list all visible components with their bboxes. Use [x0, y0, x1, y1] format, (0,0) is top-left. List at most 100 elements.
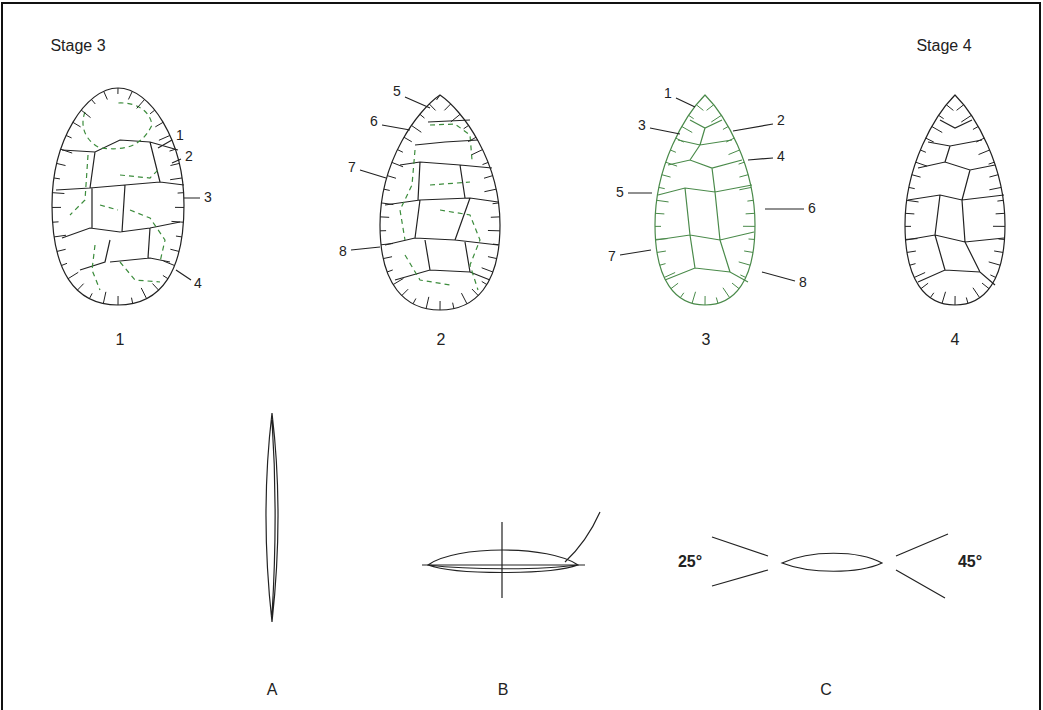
callout-number: 1	[664, 86, 672, 101]
retouch-scar	[420, 114, 425, 118]
leader-line	[620, 98, 804, 281]
retouch-scar	[141, 288, 146, 299]
view-letter: B	[498, 681, 509, 699]
retouch-scar	[54, 235, 66, 237]
retouch-scar	[910, 264, 916, 266]
retouch-scar	[982, 283, 989, 289]
retouch-scar	[171, 221, 183, 223]
figure-number: 2	[437, 331, 446, 349]
view-letter: C	[820, 681, 832, 699]
retouch-scar	[657, 200, 669, 202]
retouch-scar	[747, 200, 753, 202]
retouch-scar	[484, 189, 496, 192]
retouch-scar	[411, 125, 421, 132]
retouch-scar	[488, 257, 497, 259]
retouch-scar	[999, 238, 1005, 239]
retouch-scar	[976, 138, 984, 142]
retouch-scar	[137, 99, 145, 108]
retouch-scar	[381, 244, 393, 245]
retouch-scar	[155, 122, 163, 127]
retouch-scar	[916, 162, 927, 166]
retouch-scar	[54, 177, 60, 179]
retouch-scar	[170, 163, 179, 165]
frame	[2, 3, 1040, 710]
retouch-scar	[912, 175, 921, 177]
retouch-scar	[380, 216, 389, 217]
retouch-scar	[461, 293, 467, 304]
retouch-scar	[488, 230, 500, 231]
retouch-scar	[464, 125, 469, 128]
retouch-scar	[413, 298, 416, 303]
retouch-scar	[743, 226, 755, 227]
cross-section-lens	[428, 550, 578, 573]
retouch-scar	[384, 189, 390, 190]
retouch-scar	[966, 297, 968, 303]
retouch-scar	[909, 187, 915, 188]
retouch-scar	[666, 162, 677, 166]
retouch-scar	[994, 251, 1003, 252]
retouch-scar	[979, 150, 990, 155]
retouch-scar	[664, 273, 675, 278]
callout-number: 2	[777, 113, 785, 128]
retouch-scar	[89, 293, 92, 298]
retouch-scar	[973, 288, 980, 298]
flake-scars	[56, 140, 184, 270]
callout-number: 2	[185, 149, 193, 164]
retouch-scar	[907, 200, 919, 202]
retouch-scar	[453, 303, 454, 309]
retouch-scar	[997, 200, 1003, 202]
retouch-scar	[989, 262, 1001, 265]
retouch-scar	[993, 226, 1005, 227]
figure-number: 1	[116, 331, 125, 349]
retouch-scar	[472, 150, 483, 155]
callout-number: 8	[339, 244, 347, 259]
angle-label: 25°	[678, 553, 702, 571]
retouch-scar	[68, 272, 78, 278]
retouch-scar	[397, 150, 402, 153]
retouch-scar	[954, 296, 955, 305]
retouch-scar	[746, 213, 755, 215]
callout-number: 4	[777, 149, 785, 164]
retouch-scar	[117, 88, 118, 94]
retouch-scar	[491, 216, 500, 217]
dashed-scar-lines	[70, 103, 165, 290]
callout-number: 1	[176, 128, 184, 143]
retouch-scar	[387, 176, 396, 179]
retouch-scar	[159, 135, 170, 140]
retouch-scar	[930, 293, 933, 298]
retouch-scar	[996, 213, 1005, 215]
callout-number: 5	[616, 185, 624, 200]
stage-title: Stage 3	[50, 37, 105, 55]
retouch-scar	[740, 275, 745, 278]
retouch-scar	[656, 238, 668, 240]
callout-number: 6	[370, 114, 378, 129]
retouch-scar	[707, 105, 714, 111]
retouch-scar	[178, 192, 184, 193]
retouch-scar	[404, 137, 412, 142]
retouch-scar	[660, 264, 666, 266]
retouch-scar	[961, 115, 971, 122]
flake-scars	[656, 120, 754, 282]
retouch-scar	[383, 257, 392, 259]
callout-number: 5	[393, 84, 401, 99]
retouch-scar	[920, 150, 926, 152]
retouch-scar	[711, 115, 721, 122]
retouch-scar	[381, 203, 393, 205]
retouch-scar	[990, 275, 995, 278]
retouch-scar	[61, 263, 67, 265]
retouch-scar	[393, 278, 403, 284]
retouch-scar	[170, 149, 176, 151]
callout-number: 7	[608, 249, 616, 264]
retouch-scar	[682, 127, 692, 133]
retouch-scar	[493, 202, 499, 204]
retouch-scar	[52, 207, 61, 208]
retouch-scar	[57, 249, 66, 251]
retouch-scar	[392, 162, 403, 166]
retouch-scar	[493, 244, 499, 246]
retouch-scar	[484, 176, 493, 179]
figure-number: 3	[702, 331, 711, 349]
angle-label: 45°	[958, 553, 982, 571]
retouch-scar	[696, 105, 703, 111]
retouch-scar	[942, 292, 945, 303]
